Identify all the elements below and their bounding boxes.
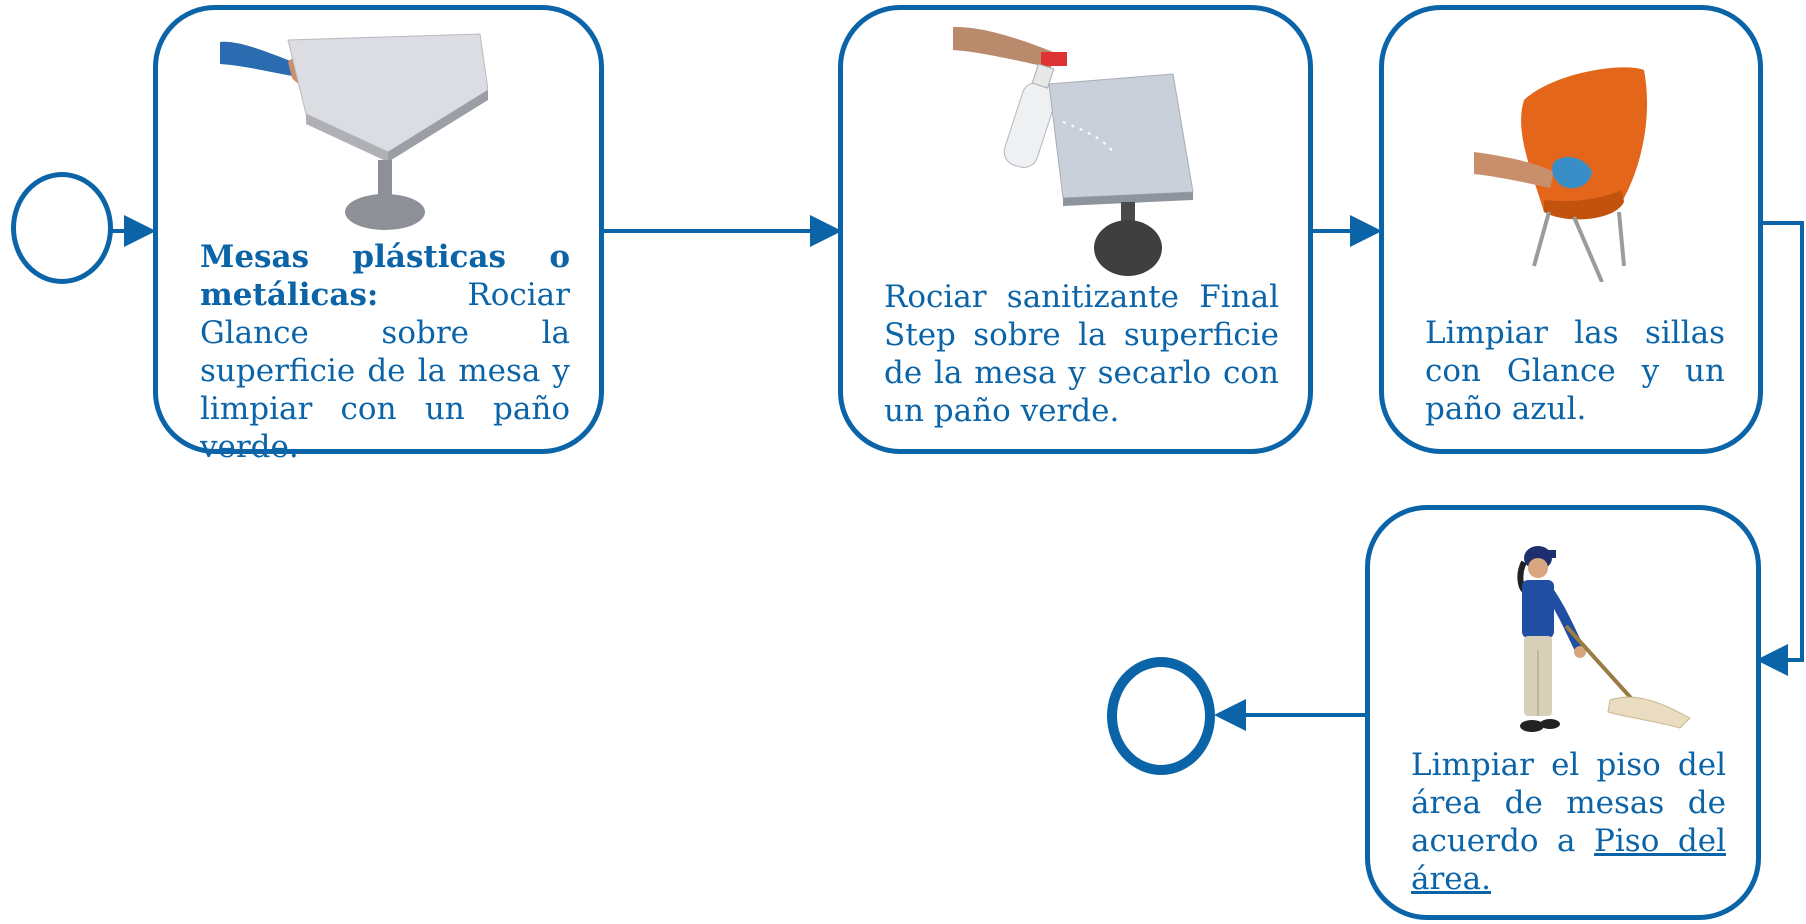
step-1-node: Mesas plásticas o metálicas: Rociar Glan… (153, 5, 604, 465)
step-1-text: Mesas plásticas o metálicas: Rociar Glan… (200, 238, 570, 466)
end-event-circle (1107, 657, 1215, 775)
step-3-text: Limpiar las sillas con Glance y un paño … (1425, 314, 1725, 428)
start-event-circle (11, 172, 113, 284)
chair-wiping-illustration (1474, 67, 1648, 282)
piso-del-area-link[interactable]: Piso del área. (1411, 823, 1726, 897)
step-1-description: Rociar Glance sobre la superficie de la … (200, 277, 570, 465)
table-wiping-illustration (220, 33, 488, 230)
arrow-step-3-to-step-4 (1756, 221, 1804, 676)
step-1-bold-label: Mesas plásticas o metálicas: (200, 239, 570, 313)
step-4-text: Limpiar el piso del área de mesas de acu… (1411, 746, 1726, 898)
step-4-node: Limpiar el piso del área de mesas de acu… (1365, 505, 1761, 920)
step-2-description: Rociar sanitizante Final Step sobre la s… (884, 279, 1279, 429)
spray-table-illustration (953, 26, 1194, 276)
worker-mopping-illustration (1517, 546, 1691, 732)
step-3-description: Limpiar las sillas con Glance y un paño … (1425, 315, 1725, 427)
step-4-description: Limpiar el piso del área de mesas de acu… (1411, 747, 1726, 859)
step-2-text: Rociar sanitizante Final Step sobre la s… (884, 278, 1279, 430)
step-3-node: Limpiar las sillas con Glance y un paño … (1379, 5, 1763, 454)
step-2-node: Rociar sanitizante Final Step sobre la s… (838, 5, 1313, 454)
